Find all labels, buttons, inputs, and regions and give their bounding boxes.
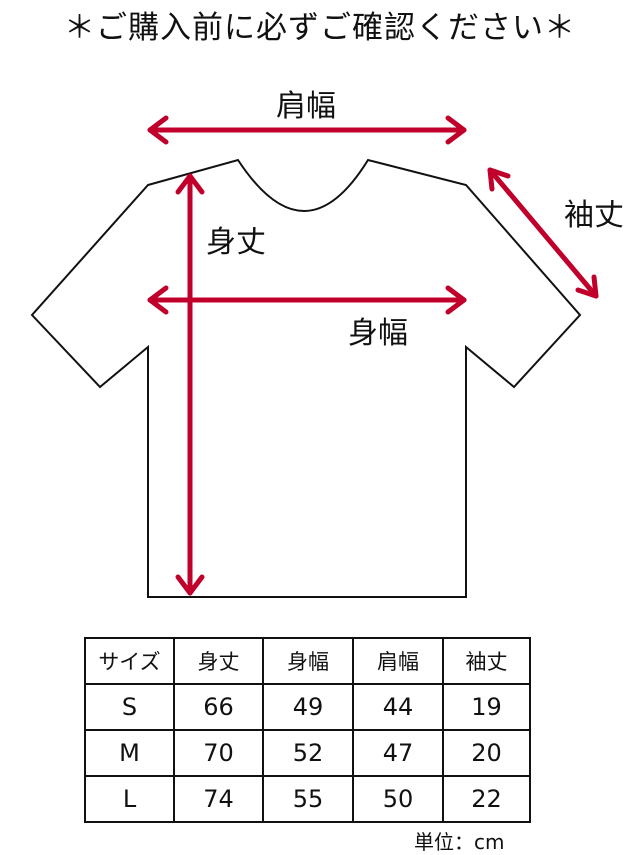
table-cell: 44 xyxy=(352,683,444,731)
notice-text: ＊ご購入前に必ずご確認ください＊ xyxy=(64,10,576,46)
table-cell: 50 xyxy=(352,775,444,823)
unit-label: 単位：cm xyxy=(414,830,505,854)
table-cell: 66 xyxy=(173,683,264,731)
table-cell: 20 xyxy=(442,729,531,777)
shoulder-width-label: 肩幅 xyxy=(276,89,336,124)
table-cell: L xyxy=(84,775,175,823)
table-cell: M xyxy=(84,729,175,777)
table-row: M 70 52 47 20 xyxy=(84,729,531,777)
header-size: サイズ xyxy=(84,637,175,685)
table-cell: 70 xyxy=(173,729,264,777)
table-cell: 19 xyxy=(442,683,531,731)
shoulder-width-arrow xyxy=(147,115,467,145)
body-width-arrow xyxy=(147,285,467,315)
table-cell: 49 xyxy=(262,683,354,731)
body-length-arrow xyxy=(175,173,205,596)
sleeve-length-label: 袖丈 xyxy=(564,198,624,233)
table-cell: 55 xyxy=(262,775,354,823)
sleeve-length-arrow xyxy=(487,167,599,299)
body-width-label: 身幅 xyxy=(348,316,408,351)
table-cell: 74 xyxy=(173,775,264,823)
tshirt-outline xyxy=(30,158,582,598)
header-shoulder-width: 肩幅 xyxy=(352,637,444,685)
table-cell: 47 xyxy=(352,729,444,777)
table-cell: 22 xyxy=(442,775,531,823)
body-length-label: 身丈 xyxy=(206,225,266,260)
header-sleeve-length: 袖丈 xyxy=(442,637,531,685)
table-row: L 74 55 50 22 xyxy=(84,775,531,823)
table-cell: S xyxy=(84,683,175,731)
table-cell: 52 xyxy=(262,729,354,777)
header-body-width: 身幅 xyxy=(262,637,354,685)
table-row: S 66 49 44 19 xyxy=(84,683,531,731)
size-table: サイズ 身丈 身幅 肩幅 袖丈 S 66 49 44 19 M 70 52 47… xyxy=(84,637,531,823)
table-header-row: サイズ 身丈 身幅 肩幅 袖丈 xyxy=(84,637,531,685)
header-body-length: 身丈 xyxy=(173,637,264,685)
